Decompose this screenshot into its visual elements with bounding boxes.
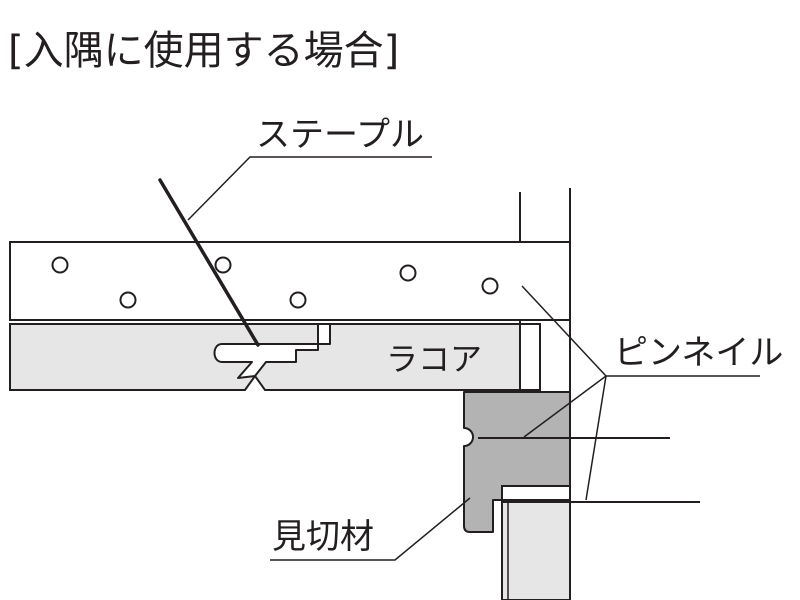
board-holes <box>51 256 499 309</box>
board-hole <box>51 256 69 274</box>
staple-label: ステープル <box>256 115 424 155</box>
wall-board-lower <box>501 499 571 600</box>
staple <box>158 178 260 347</box>
joint-gap <box>519 323 541 391</box>
wall-board <box>501 485 571 501</box>
board-hole <box>119 291 137 309</box>
pin-nail-label: ピンネイル <box>614 333 783 373</box>
tongue-groove <box>213 323 331 379</box>
lacore-label: ラコア <box>386 340 482 378</box>
pin-nail-leader-2 <box>585 375 607 501</box>
trim-profile <box>463 391 571 533</box>
board-hole <box>481 277 499 295</box>
board-hole <box>289 291 307 309</box>
diagram-title: [入隅に使用する場合] <box>8 28 399 74</box>
ceiling-board <box>9 241 571 321</box>
pin-nail-leader-3 <box>521 285 607 377</box>
trim-label: 見切材 <box>272 517 374 557</box>
staple-leader <box>187 156 432 221</box>
trim-leader <box>270 497 471 561</box>
board-hole <box>214 256 232 274</box>
board-hole <box>399 264 417 282</box>
